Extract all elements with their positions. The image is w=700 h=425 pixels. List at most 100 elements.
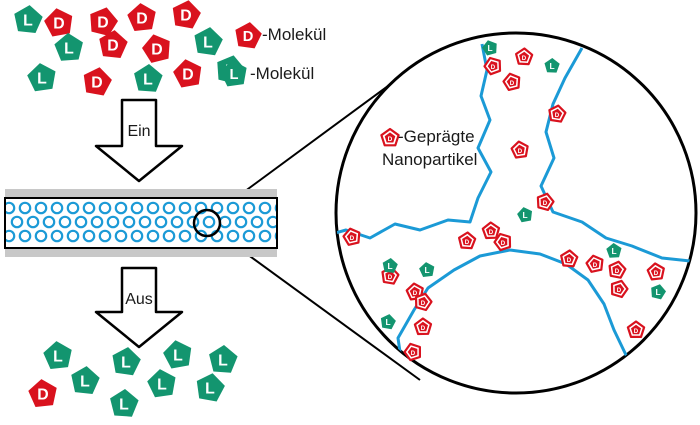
zoom-source-circle: [192, 208, 222, 238]
l-molecule: L: [112, 347, 141, 376]
l-molecule: L: [134, 64, 163, 92]
d-molecule: D: [99, 30, 128, 58]
nanoparticle: D: [493, 232, 512, 252]
l-molecule: L: [71, 366, 100, 394]
pore-ring: [194, 201, 208, 215]
legend-nanoparticle-label-line1: -Geprägte: [398, 127, 475, 146]
d-letter: D: [489, 229, 494, 236]
pore-ring: [178, 201, 192, 215]
d-molecule: D: [127, 3, 156, 31]
l-letter: L: [23, 12, 33, 29]
pore-ring: [34, 201, 48, 215]
pore-ring: [138, 215, 152, 229]
d-letter: D: [411, 350, 416, 357]
pore-ring: [202, 215, 216, 229]
nanoparticle: D: [403, 342, 421, 362]
l-molecule: L: [606, 243, 622, 258]
l-letter: L: [173, 347, 183, 364]
pore-ring: [234, 215, 248, 229]
d-letter: D: [91, 74, 102, 91]
l-molecule: L: [517, 207, 532, 223]
pore-ring: [274, 203, 277, 213]
pore-ring: [10, 215, 24, 229]
l-letter: L: [37, 70, 47, 87]
l-molecule: L: [54, 33, 83, 61]
nanoparticle: D: [626, 320, 646, 338]
pore-ring: [82, 229, 96, 243]
d-letter: D: [421, 300, 426, 307]
d-letter: D: [615, 268, 620, 275]
d-letter: D: [53, 15, 64, 32]
nanoparticle: D: [458, 231, 477, 250]
pore-ring: [226, 201, 240, 215]
d-molecule: D: [44, 8, 73, 37]
d-letter: D: [491, 64, 496, 71]
l-letter: L: [522, 210, 527, 220]
nanoparticle: D: [502, 72, 521, 92]
pore-ring: [242, 201, 256, 215]
nanoparticle: D: [413, 317, 433, 336]
nanoparticle: D: [481, 221, 501, 240]
input-label: Ein: [127, 123, 151, 140]
l-molecule: L: [380, 314, 396, 330]
nanoparticle: D: [548, 104, 567, 123]
l-molecule: L: [209, 345, 238, 373]
l-molecule: L: [147, 369, 176, 398]
nanoparticle: D: [483, 56, 502, 76]
pore-ring: [66, 229, 80, 243]
d-letter: D: [421, 325, 426, 332]
input-arrow: [94, 98, 184, 183]
l-molecule: L: [482, 40, 497, 56]
pore-ring: [42, 215, 56, 229]
output-label: Aus: [125, 291, 153, 308]
d-letter: D: [654, 270, 659, 277]
d-molecule: D: [90, 7, 118, 36]
l-letter: L: [611, 246, 616, 256]
d-letter: D: [501, 240, 506, 247]
pore-ring: [242, 229, 256, 243]
column-pores: [5, 201, 277, 243]
d-letter: D: [180, 7, 191, 24]
d-letter: D: [388, 136, 393, 143]
l-letter: L: [80, 373, 90, 390]
legend-d-molecule-label: -Molekül: [262, 25, 327, 44]
pore-ring: [74, 215, 88, 229]
pore-ring: [5, 229, 16, 243]
legend-l-molecule-icon: L: [220, 60, 247, 87]
d-letter: D: [388, 274, 393, 281]
pore-ring: [250, 215, 264, 229]
pore-ring: [114, 229, 128, 243]
pore-ring: [258, 229, 272, 243]
d-letter: D: [413, 290, 418, 297]
l-molecule: L: [419, 262, 435, 277]
pore-ring: [50, 229, 64, 243]
l-molecule: L: [163, 340, 192, 369]
d-letter: D: [465, 239, 470, 246]
l-letter: L: [203, 34, 213, 51]
pore-ring: [18, 201, 32, 215]
pore-ring: [162, 201, 176, 215]
pore-ring: [50, 201, 64, 215]
pore-ring: [34, 229, 48, 243]
pore-ring: [170, 215, 184, 229]
nanoparticle: D: [610, 279, 629, 299]
nanoparticle: D: [536, 192, 555, 211]
d-letter: D: [518, 148, 523, 155]
l-letter: L: [549, 61, 554, 71]
d-molecule: D: [28, 379, 57, 407]
l-letter: L: [143, 71, 153, 88]
legend-icons: DLD: [220, 22, 400, 147]
pore-ring: [122, 215, 136, 229]
d-letter: D: [97, 14, 108, 31]
pore-ring: [130, 201, 144, 215]
pore-ring: [274, 231, 277, 241]
l-letter: L: [487, 43, 492, 53]
l-letter: L: [64, 40, 74, 57]
pore-ring: [82, 201, 96, 215]
pore-ring: [162, 229, 176, 243]
d-letter: D: [136, 10, 147, 27]
